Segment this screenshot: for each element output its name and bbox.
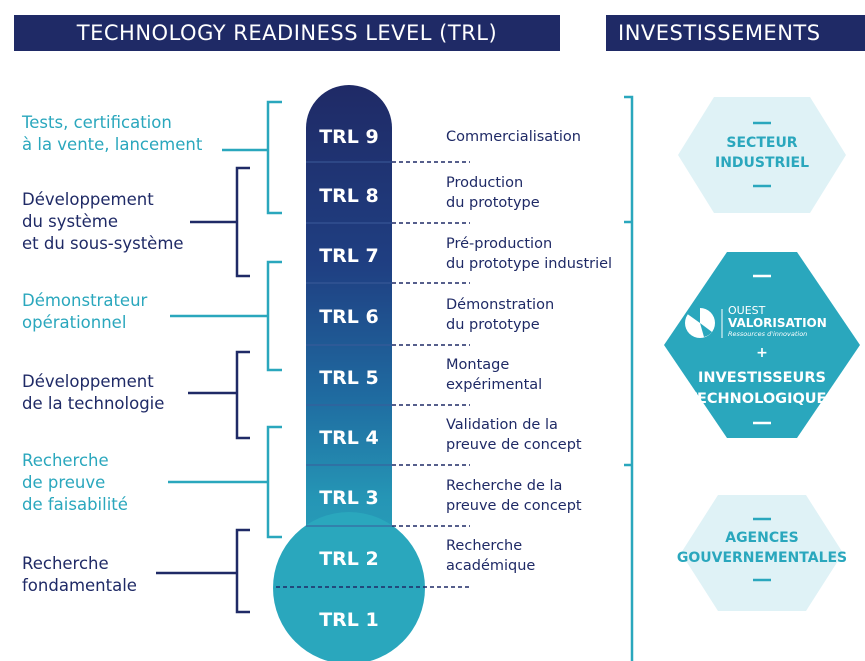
trl-level-9: TRL 9 <box>319 126 379 148</box>
ouest-valorisation-logo: OUEST VALORISATION Ressources d'innovati… <box>728 304 827 339</box>
trl-level-7: TRL 7 <box>319 245 379 267</box>
phase-bracket <box>156 528 250 614</box>
trl-level-5: TRL 5 <box>319 367 379 389</box>
investments-title-banner: INVESTISSEMENTS <box>606 15 865 51</box>
phase-bracket <box>190 166 250 278</box>
ouest-valorisation-logo-icon <box>685 307 723 338</box>
investment-bracket <box>624 95 634 661</box>
trl-level-6: TRL 6 <box>319 306 379 328</box>
trl-level-4: TRL 4 <box>319 427 379 449</box>
stage-label-9: Commercialisation <box>446 129 581 145</box>
trl-level-8: TRL 8 <box>319 185 379 207</box>
hexagon-tech-investors <box>664 252 860 438</box>
thermometer <box>306 85 392 601</box>
phase-bracket <box>168 425 282 539</box>
plus-sign: + <box>756 345 768 361</box>
trl-level-3: TRL 3 <box>319 487 379 509</box>
phase-bracket <box>188 350 250 440</box>
trl-title-banner: TECHNOLOGY READINESS LEVEL (TRL) <box>14 15 560 51</box>
hexagon-government-agencies <box>681 495 843 611</box>
phase-bracket <box>222 100 282 215</box>
phase-bracket <box>170 260 282 372</box>
trl-level-2: TRL 2 <box>319 548 379 570</box>
hexagon-industrial-sector <box>678 97 846 213</box>
trl-level-1: TRL 1 <box>319 609 379 631</box>
